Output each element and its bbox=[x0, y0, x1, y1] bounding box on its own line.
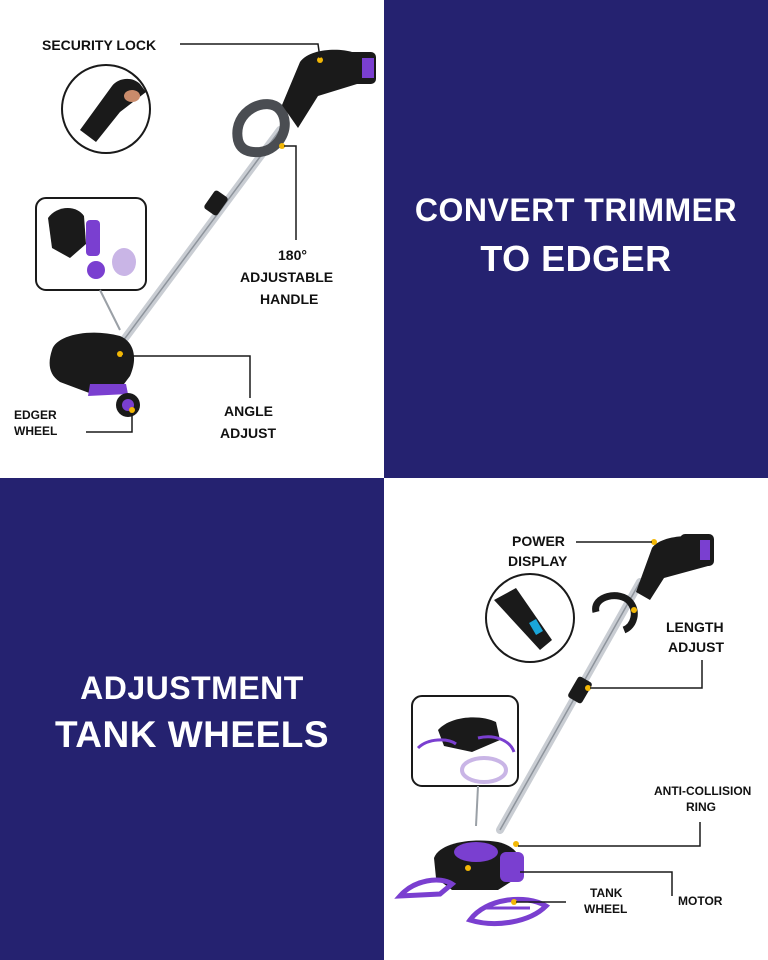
headline-tank-line2: TANK WHEELS bbox=[54, 714, 330, 755]
callout-length-line2: ADJUST bbox=[668, 639, 725, 655]
edger-trimmer-illustration bbox=[35, 43, 376, 433]
callout-edger-line2: WHEEL bbox=[14, 424, 58, 438]
panel-top-right bbox=[384, 0, 768, 478]
callout-tank-line1: TANK bbox=[590, 886, 623, 900]
callout-edger-line1: EDGER bbox=[14, 408, 57, 422]
panel-bottom-left bbox=[0, 478, 384, 960]
headline-tank-line1: ADJUSTMENT bbox=[80, 670, 304, 706]
callout-security-lock: SECURITY LOCK bbox=[42, 37, 157, 53]
callout-handle-line2: ADJUSTABLE bbox=[240, 269, 334, 285]
callout-power-line2: DISPLAY bbox=[508, 553, 568, 569]
callout-angle-line1: ANGLE bbox=[224, 403, 273, 419]
headline-convert-line2: TO EDGER bbox=[480, 238, 672, 279]
callout-length-line1: LENGTH bbox=[666, 619, 724, 635]
headline-convert-line1: CONVERT TRIMMER bbox=[414, 192, 738, 228]
tank-wheel-trimmer-illustration bbox=[394, 534, 714, 927]
callout-motor: MOTOR bbox=[678, 894, 723, 908]
callout-tank-line2: WHEEL bbox=[584, 902, 628, 916]
callout-handle-line3: HANDLE bbox=[260, 291, 319, 307]
callout-anti-collision-line2: RING bbox=[686, 800, 716, 814]
callout-angle-line2: ADJUST bbox=[220, 425, 277, 441]
callout-anti-collision-line1: ANTI-COLLISION bbox=[654, 784, 752, 798]
callout-handle-degree: 180° bbox=[278, 247, 307, 263]
callout-power-line1: POWER bbox=[512, 533, 565, 549]
